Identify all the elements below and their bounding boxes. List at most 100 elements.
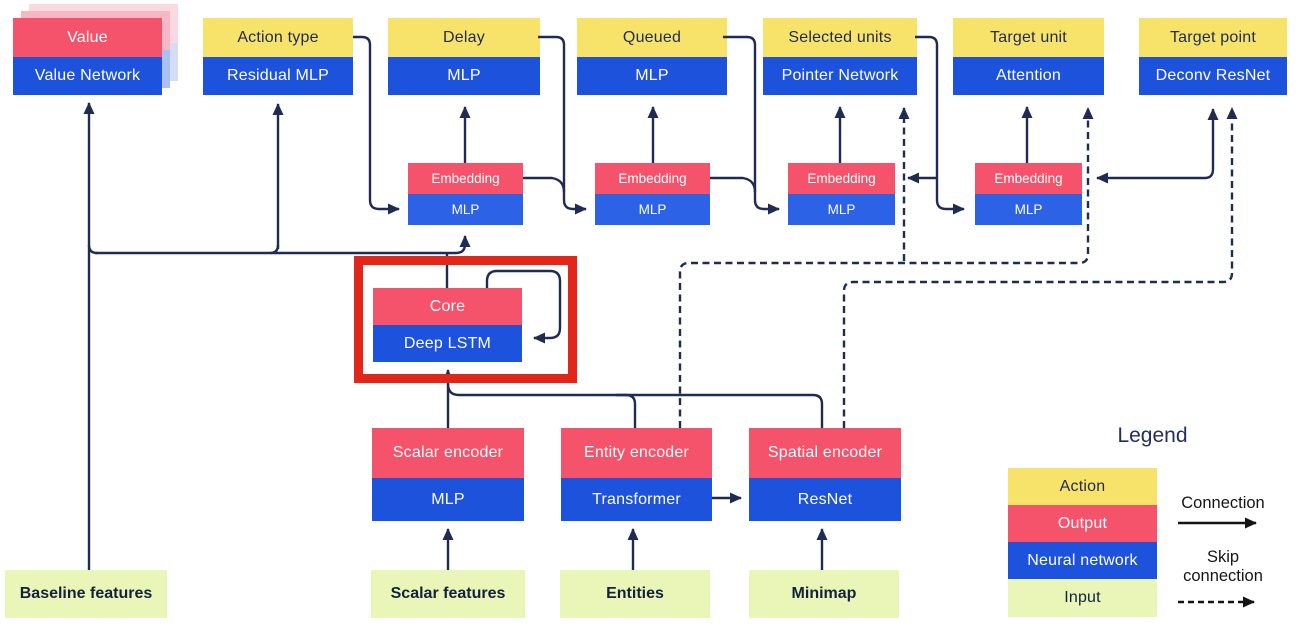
action-type-network: Residual MLP <box>203 57 353 95</box>
embedding2-network: MLP <box>595 194 710 225</box>
embedding1-output: Embedding <box>408 163 523 194</box>
baseline-features-label: Baseline features <box>19 585 153 602</box>
scalar-encoder-label: Scalar encoder <box>392 444 504 461</box>
queued-label: Queued <box>622 28 682 46</box>
legend-skip-connection-label: Skip connection <box>1183 548 1263 585</box>
wire-bus-fillet-action <box>269 244 280 255</box>
legend-swatch-action: Action <box>1008 468 1157 505</box>
embedding2-sublabel: MLP <box>638 202 667 217</box>
spatial-encoder-label: Spatial encoder <box>767 444 883 461</box>
minimap-box: Minimap <box>749 570 899 618</box>
minimap-label: Minimap <box>791 585 857 602</box>
wire-core-bus <box>95 235 471 255</box>
legend-input-label: Input <box>1064 589 1101 606</box>
wire-embedding1-out <box>523 176 566 193</box>
entities-label: Entities <box>606 585 664 602</box>
legend-network-label: Neural network <box>1027 551 1138 569</box>
legend-swatch-input: Input <box>1008 579 1157 617</box>
node-target-unit: Target unit Attention <box>953 18 1104 95</box>
delay-label: Delay <box>443 28 485 46</box>
embedding1-label: Embedding <box>431 171 500 186</box>
baseline-features-box: Baseline features <box>5 570 167 618</box>
scalar-encoder-network: MLP <box>372 478 524 521</box>
wire-target-feedback-and-target-point <box>1096 108 1219 184</box>
entities-box: Entities <box>560 570 710 618</box>
value-sublabel: Value Network <box>34 67 141 84</box>
node-scalar-features: Scalar features <box>371 570 525 618</box>
core-highlight-box <box>354 256 577 383</box>
node-scalar-encoder: Scalar encoder MLP <box>372 428 524 521</box>
queued-sublabel: MLP <box>635 67 669 84</box>
node-entities: Entities <box>560 570 710 618</box>
node-embedding-1: Embedding MLP <box>408 163 523 225</box>
scalar-encoder-sublabel: MLP <box>431 490 465 508</box>
embedding3-sublabel: MLP <box>827 202 856 217</box>
node-selected-units: Selected units Pointer Network <box>763 18 917 95</box>
node-delay: Delay MLP <box>388 18 540 95</box>
embedding3-network: MLP <box>788 194 895 225</box>
node-embedding-2: Embedding MLP <box>595 163 710 225</box>
embedding2-label: Embedding <box>618 171 687 186</box>
skip-entity-to-target-unit <box>678 107 1094 428</box>
value-output-label: Value <box>13 18 162 57</box>
queued-network: MLP <box>577 57 727 95</box>
value-network-label: Value Network <box>13 57 162 95</box>
spatial-encoder-sublabel: ResNet <box>797 490 853 508</box>
target-unit-network: Attention <box>953 57 1104 95</box>
embedding4-label: Embedding <box>994 171 1063 186</box>
legend-title: Legend <box>1117 424 1188 447</box>
core-label: Core <box>429 297 466 315</box>
node-embedding-3: Embedding MLP <box>788 163 895 225</box>
scalar-encoder-output: Scalar encoder <box>372 428 524 478</box>
skip-spatial-to-target-point <box>842 107 1238 428</box>
target-point-sublabel: Deconv ResNet <box>1155 67 1271 84</box>
selected-units-action: Selected units <box>763 18 917 57</box>
embedding4-sublabel: MLP <box>1014 202 1043 217</box>
target-point-label: Target point <box>1169 28 1256 46</box>
target-unit-sublabel: Attention <box>996 67 1061 84</box>
spatial-encoder-output: Spatial encoder <box>749 428 901 478</box>
embedding4-network: MLP <box>975 194 1082 225</box>
value-label: Value <box>67 28 108 46</box>
legend-output-label: Output <box>1057 514 1108 532</box>
node-value: Value Value Network <box>13 18 162 95</box>
target-unit-action: Target unit <box>953 18 1104 57</box>
node-queued: Queued MLP <box>577 18 727 95</box>
delay-network: MLP <box>388 57 540 95</box>
selected-units-sublabel: Pointer Network <box>781 67 899 84</box>
node-embedding-4: Embedding MLP <box>975 163 1082 225</box>
selected-units-label: Selected units <box>788 28 892 46</box>
node-baseline-features: Baseline features <box>5 570 167 618</box>
wire-entity-encoder-to-core-bus <box>616 393 637 428</box>
node-action-type: Action type Residual MLP <box>203 18 353 95</box>
delay-action: Delay <box>388 18 540 57</box>
embedding3-label: Embedding <box>807 171 876 186</box>
entity-encoder-network: Transformer <box>561 478 712 521</box>
queued-action: Queued <box>577 18 727 57</box>
spatial-encoder-network: ResNet <box>749 478 901 521</box>
embedding4-output: Embedding <box>975 163 1082 194</box>
target-point-action: Target point <box>1139 18 1287 57</box>
scalar-features-box: Scalar features <box>371 570 525 618</box>
core-sublabel: Deep LSTM <box>403 334 492 352</box>
delay-sublabel: MLP <box>447 67 481 84</box>
entity-encoder-label: Entity encoder <box>583 444 690 461</box>
embedding3-output: Embedding <box>788 163 895 194</box>
action-type-label: Action type <box>237 28 319 46</box>
legend-swatch-network: Neural network <box>1008 542 1157 579</box>
entity-encoder-output: Entity encoder <box>561 428 712 478</box>
wire-spatial-encoder-to-core-bus <box>446 383 824 428</box>
selected-units-network: Pointer Network <box>763 57 917 95</box>
legend-action-label: Action <box>1059 477 1106 495</box>
target-unit-label: Target unit <box>990 28 1067 46</box>
node-entity-encoder: Entity encoder Transformer <box>561 428 712 521</box>
wire-embedding2-out <box>710 176 757 193</box>
action-type-sublabel: Residual MLP <box>226 67 329 84</box>
embedding2-output: Embedding <box>595 163 710 194</box>
entity-encoder-sublabel: Transformer <box>592 490 681 508</box>
node-minimap: Minimap <box>749 570 899 618</box>
embedding1-sublabel: MLP <box>451 202 480 217</box>
action-type-action: Action type <box>203 18 353 57</box>
legend-connection-label: Connection <box>1181 494 1265 512</box>
scalar-features-label: Scalar features <box>390 585 506 602</box>
